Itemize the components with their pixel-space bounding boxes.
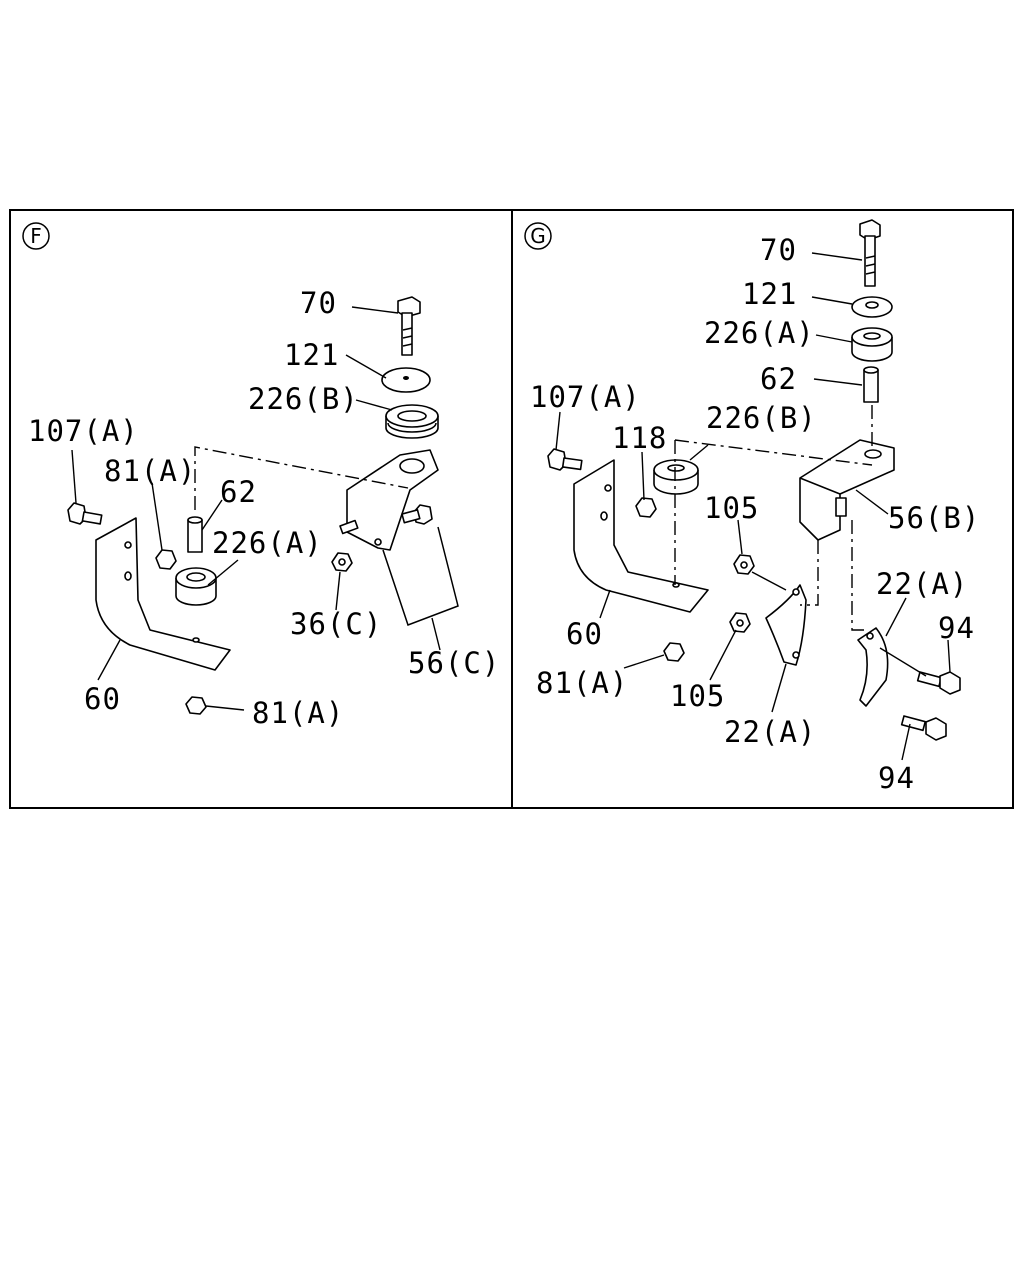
bracket-56c bbox=[346, 449, 459, 626]
callout-60: 60 bbox=[84, 682, 121, 716]
bolt-94-upper bbox=[916, 671, 961, 695]
callout-81a-lower: 81(A) bbox=[252, 696, 344, 730]
nut-105-upper bbox=[733, 554, 755, 575]
callout-226a-g: 226(A) bbox=[704, 316, 815, 350]
leaders-g bbox=[555, 252, 951, 761]
stud bbox=[339, 519, 359, 535]
centerlines-g bbox=[674, 405, 873, 631]
leaders-f bbox=[71, 306, 441, 711]
nut-81a-lower-g bbox=[663, 642, 685, 662]
callout-121-g: 121 bbox=[742, 277, 797, 311]
callout-81a-lower-g: 81(A) bbox=[536, 666, 628, 700]
nut-81a-lower bbox=[185, 696, 207, 715]
panel-g: G bbox=[524, 219, 980, 795]
bracket-56b bbox=[799, 439, 895, 541]
callout-105-lower: 105 bbox=[670, 679, 725, 713]
nut-81a-upper bbox=[155, 549, 177, 570]
clamp-22a-right bbox=[857, 627, 889, 707]
callout-36c: 36(C) bbox=[290, 607, 382, 641]
collar-62 bbox=[187, 516, 203, 553]
callout-81a-upper: 81(A) bbox=[104, 454, 196, 488]
nut-105-lower bbox=[729, 612, 751, 633]
centerline-f bbox=[194, 446, 409, 510]
panel-f-id: F bbox=[30, 224, 42, 248]
washer-121-g bbox=[851, 296, 893, 318]
callout-107a-g: 107(A) bbox=[530, 380, 641, 414]
bracket-60-g bbox=[573, 459, 709, 613]
callout-70-g: 70 bbox=[760, 233, 797, 267]
callout-22a-right: 22(A) bbox=[876, 567, 968, 601]
callout-56c: 56(C) bbox=[408, 646, 500, 680]
nut-81a-upper-g bbox=[635, 497, 657, 518]
bolt-107a bbox=[67, 502, 103, 525]
bolt-70 bbox=[397, 296, 421, 356]
callout-107a: 107(A) bbox=[28, 414, 139, 448]
rubber-226b-g bbox=[653, 459, 699, 495]
panel-g-marker bbox=[524, 222, 552, 250]
callout-226a: 226(A) bbox=[212, 526, 323, 560]
callout-226b: 226(B) bbox=[248, 382, 359, 416]
callout-62-g: 62 bbox=[760, 362, 797, 396]
panel-g-id: G bbox=[530, 224, 546, 248]
callout-94-lower: 94 bbox=[878, 761, 915, 795]
callout-226b-g: 226(B) bbox=[706, 401, 817, 435]
rubber-226b bbox=[385, 404, 439, 439]
callout-94-upper: 94 bbox=[938, 611, 975, 645]
callout-22a-left: 22(A) bbox=[724, 715, 816, 749]
collar-62-g bbox=[863, 366, 879, 403]
callout-118: 118 bbox=[612, 421, 667, 455]
washer-121 bbox=[381, 367, 431, 393]
callout-70: 70 bbox=[300, 286, 337, 320]
rubber-226a-g bbox=[851, 327, 893, 362]
bolt-94-lower bbox=[900, 715, 947, 741]
bolt-70-g bbox=[859, 219, 881, 287]
callout-56b: 56(B) bbox=[888, 501, 980, 535]
callout-60-g: 60 bbox=[566, 617, 603, 651]
callout-62: 62 bbox=[220, 475, 257, 509]
clamp-22a-left bbox=[765, 584, 807, 666]
bolt-56c bbox=[401, 504, 433, 525]
callout-105-upper: 105 bbox=[704, 491, 759, 525]
panel-f-marker bbox=[22, 222, 50, 250]
panel-f: F bbox=[22, 222, 500, 730]
rubber-226a bbox=[175, 567, 217, 606]
bracket-60 bbox=[95, 517, 231, 671]
nut-36c bbox=[331, 552, 353, 572]
callout-121: 121 bbox=[284, 338, 339, 372]
bolt-107a-g bbox=[547, 448, 583, 471]
